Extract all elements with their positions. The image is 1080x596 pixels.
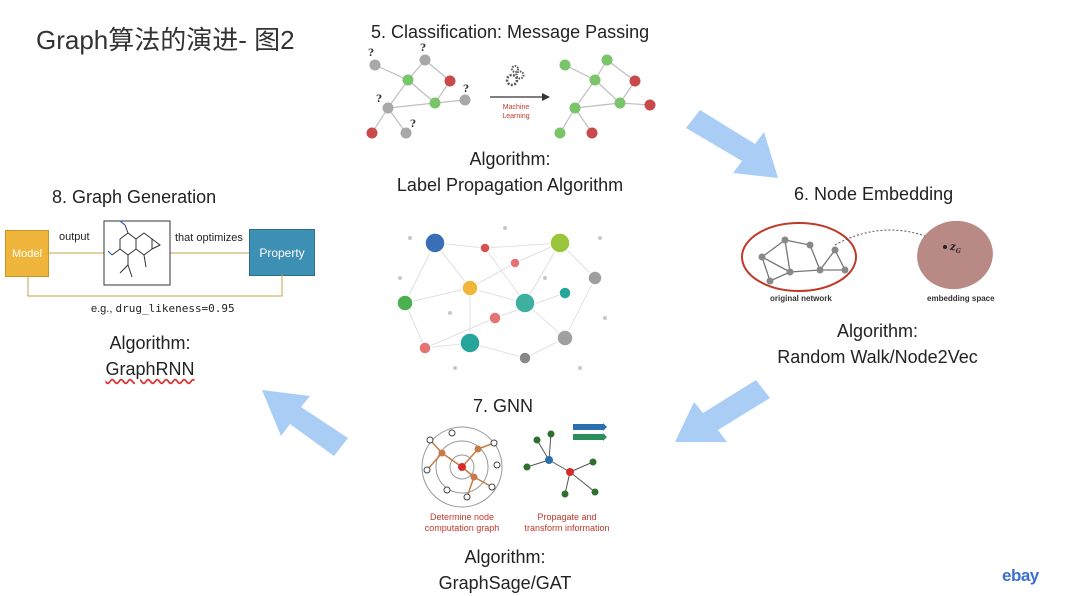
central-network-figure: [396, 226, 607, 370]
gnn-right-caption: Propagate and transform information: [512, 512, 622, 534]
ml-label-1: Machine: [503, 104, 530, 111]
classification-heading: 5. Classification: Message Passing: [371, 22, 650, 42]
algorithm-label: Algorithm:: [109, 333, 191, 353]
ml-label-2: Learning: [502, 113, 529, 120]
algorithm-name: GraphSage/GAT: [438, 573, 572, 593]
graph-generation-algorithm: Algorithm: GraphRNN: [90, 330, 210, 382]
algorithm-label: Algorithm:: [836, 321, 919, 341]
algorithm-label: Algorithm:: [464, 547, 546, 567]
gnn-heading: 7. GNN: [473, 396, 534, 416]
caption-line: transform information: [524, 523, 610, 533]
gnn-left-caption: Determine node computation graph: [412, 512, 512, 534]
node-embedding-figure: zG original network embedding space: [741, 220, 995, 303]
gnn-computation-graph-figure: [421, 426, 503, 508]
algorithm-name: Random Walk/Node2Vec: [777, 347, 978, 367]
example-code: drug_likeness=0.95: [115, 302, 235, 315]
unknown-label-mark: ?: [420, 43, 426, 54]
graph-generation-connectors: [27, 220, 283, 297]
caption-line: Propagate and: [537, 512, 597, 522]
example-text: e.g., drug_likeness=0.95: [91, 302, 235, 315]
unknown-label-mark: ?: [368, 48, 374, 59]
example-prefix: e.g.,: [91, 303, 116, 315]
message-passing-figure: ? ? ? ? ? Machine Learning: [366, 43, 656, 139]
classification-algorithm: Algorithm: Label Propagation Algorithm: [380, 146, 640, 198]
algorithm-name: GraphRNN: [105, 359, 195, 379]
unknown-label-mark: ?: [463, 84, 469, 95]
optimizes-label: that optimizes: [175, 232, 243, 244]
model-box: Model: [5, 230, 49, 277]
gnn-propagation-figure: [523, 423, 607, 498]
output-label: output: [59, 231, 90, 243]
property-box: Property: [249, 229, 315, 276]
original-network-label: original network: [770, 294, 832, 303]
algorithm-name: Label Propagation Algorithm: [396, 175, 624, 195]
caption-line: computation graph: [424, 523, 500, 533]
node-embedding-heading: 6. Node Embedding: [794, 184, 954, 204]
unknown-label-mark: ?: [410, 119, 416, 130]
gnn-algorithm: Algorithm: GraphSage/GAT: [410, 544, 600, 596]
node-embedding-algorithm: Algorithm: Random Walk/Node2Vec: [760, 318, 995, 370]
graph-generation-heading: 8. Graph Generation: [52, 187, 217, 207]
ebay-logo: ebay: [1002, 566, 1039, 585]
caption-line: Determine node: [429, 512, 495, 522]
unknown-label-mark: ?: [376, 94, 382, 105]
embedding-space-label: embedding space: [927, 294, 995, 303]
slide-title: Graph算法的演进- 图2: [36, 25, 295, 55]
z-label: zG: [949, 242, 961, 255]
algorithm-label: Algorithm:: [469, 149, 551, 169]
